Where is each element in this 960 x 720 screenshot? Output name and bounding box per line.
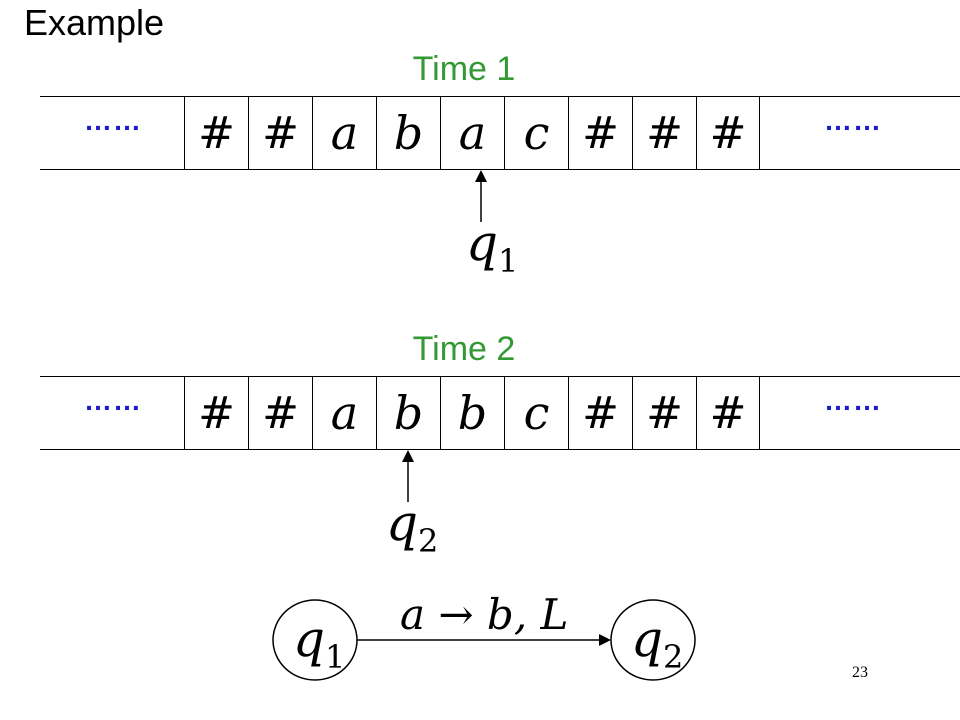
tape-cell: #	[248, 377, 312, 449]
tape-cell: #	[696, 97, 760, 169]
tape-cell: a	[312, 377, 376, 449]
tape-cell: b	[440, 377, 504, 449]
tape-cell: #	[696, 377, 760, 449]
ellipsis-left: ……	[84, 105, 142, 136]
time-1-label: Time 1	[412, 50, 516, 88]
tape-cell: c	[504, 377, 568, 449]
tape-cell: #	[568, 377, 632, 449]
state-q2-circle	[610, 599, 696, 681]
slide-title: Example	[24, 2, 165, 43]
tape-cell: #	[632, 377, 696, 449]
tape-cell-head: b	[376, 377, 440, 449]
tape-cell: a	[312, 97, 376, 169]
tape-cell: #	[248, 97, 312, 169]
tape-cell: #	[184, 97, 248, 169]
tape-time-2: …… # # a b b c # # # ……	[40, 376, 960, 450]
head-state-time-2: q2	[386, 494, 439, 560]
head-state-time-1: q1	[466, 214, 519, 280]
ellipsis-right: ……	[824, 105, 882, 136]
state-q2-label: q2	[631, 610, 684, 676]
tape-cell: #	[184, 377, 248, 449]
tape-cell: b	[376, 97, 440, 169]
time-2-label: Time 2	[412, 330, 516, 368]
transition-label: a → b, L	[400, 590, 569, 639]
tape-cell: #	[568, 97, 632, 169]
tape-cell: #	[632, 97, 696, 169]
page-number: 23	[852, 664, 868, 681]
ellipsis-left: ……	[84, 385, 142, 416]
tape-cell: c	[504, 97, 568, 169]
tape-time-1: …… # # a b a c # # # ……	[40, 96, 960, 170]
ellipsis-right: ……	[824, 385, 882, 416]
state-q1-label: q1	[293, 610, 346, 676]
tape-cell-head: a	[440, 97, 504, 169]
